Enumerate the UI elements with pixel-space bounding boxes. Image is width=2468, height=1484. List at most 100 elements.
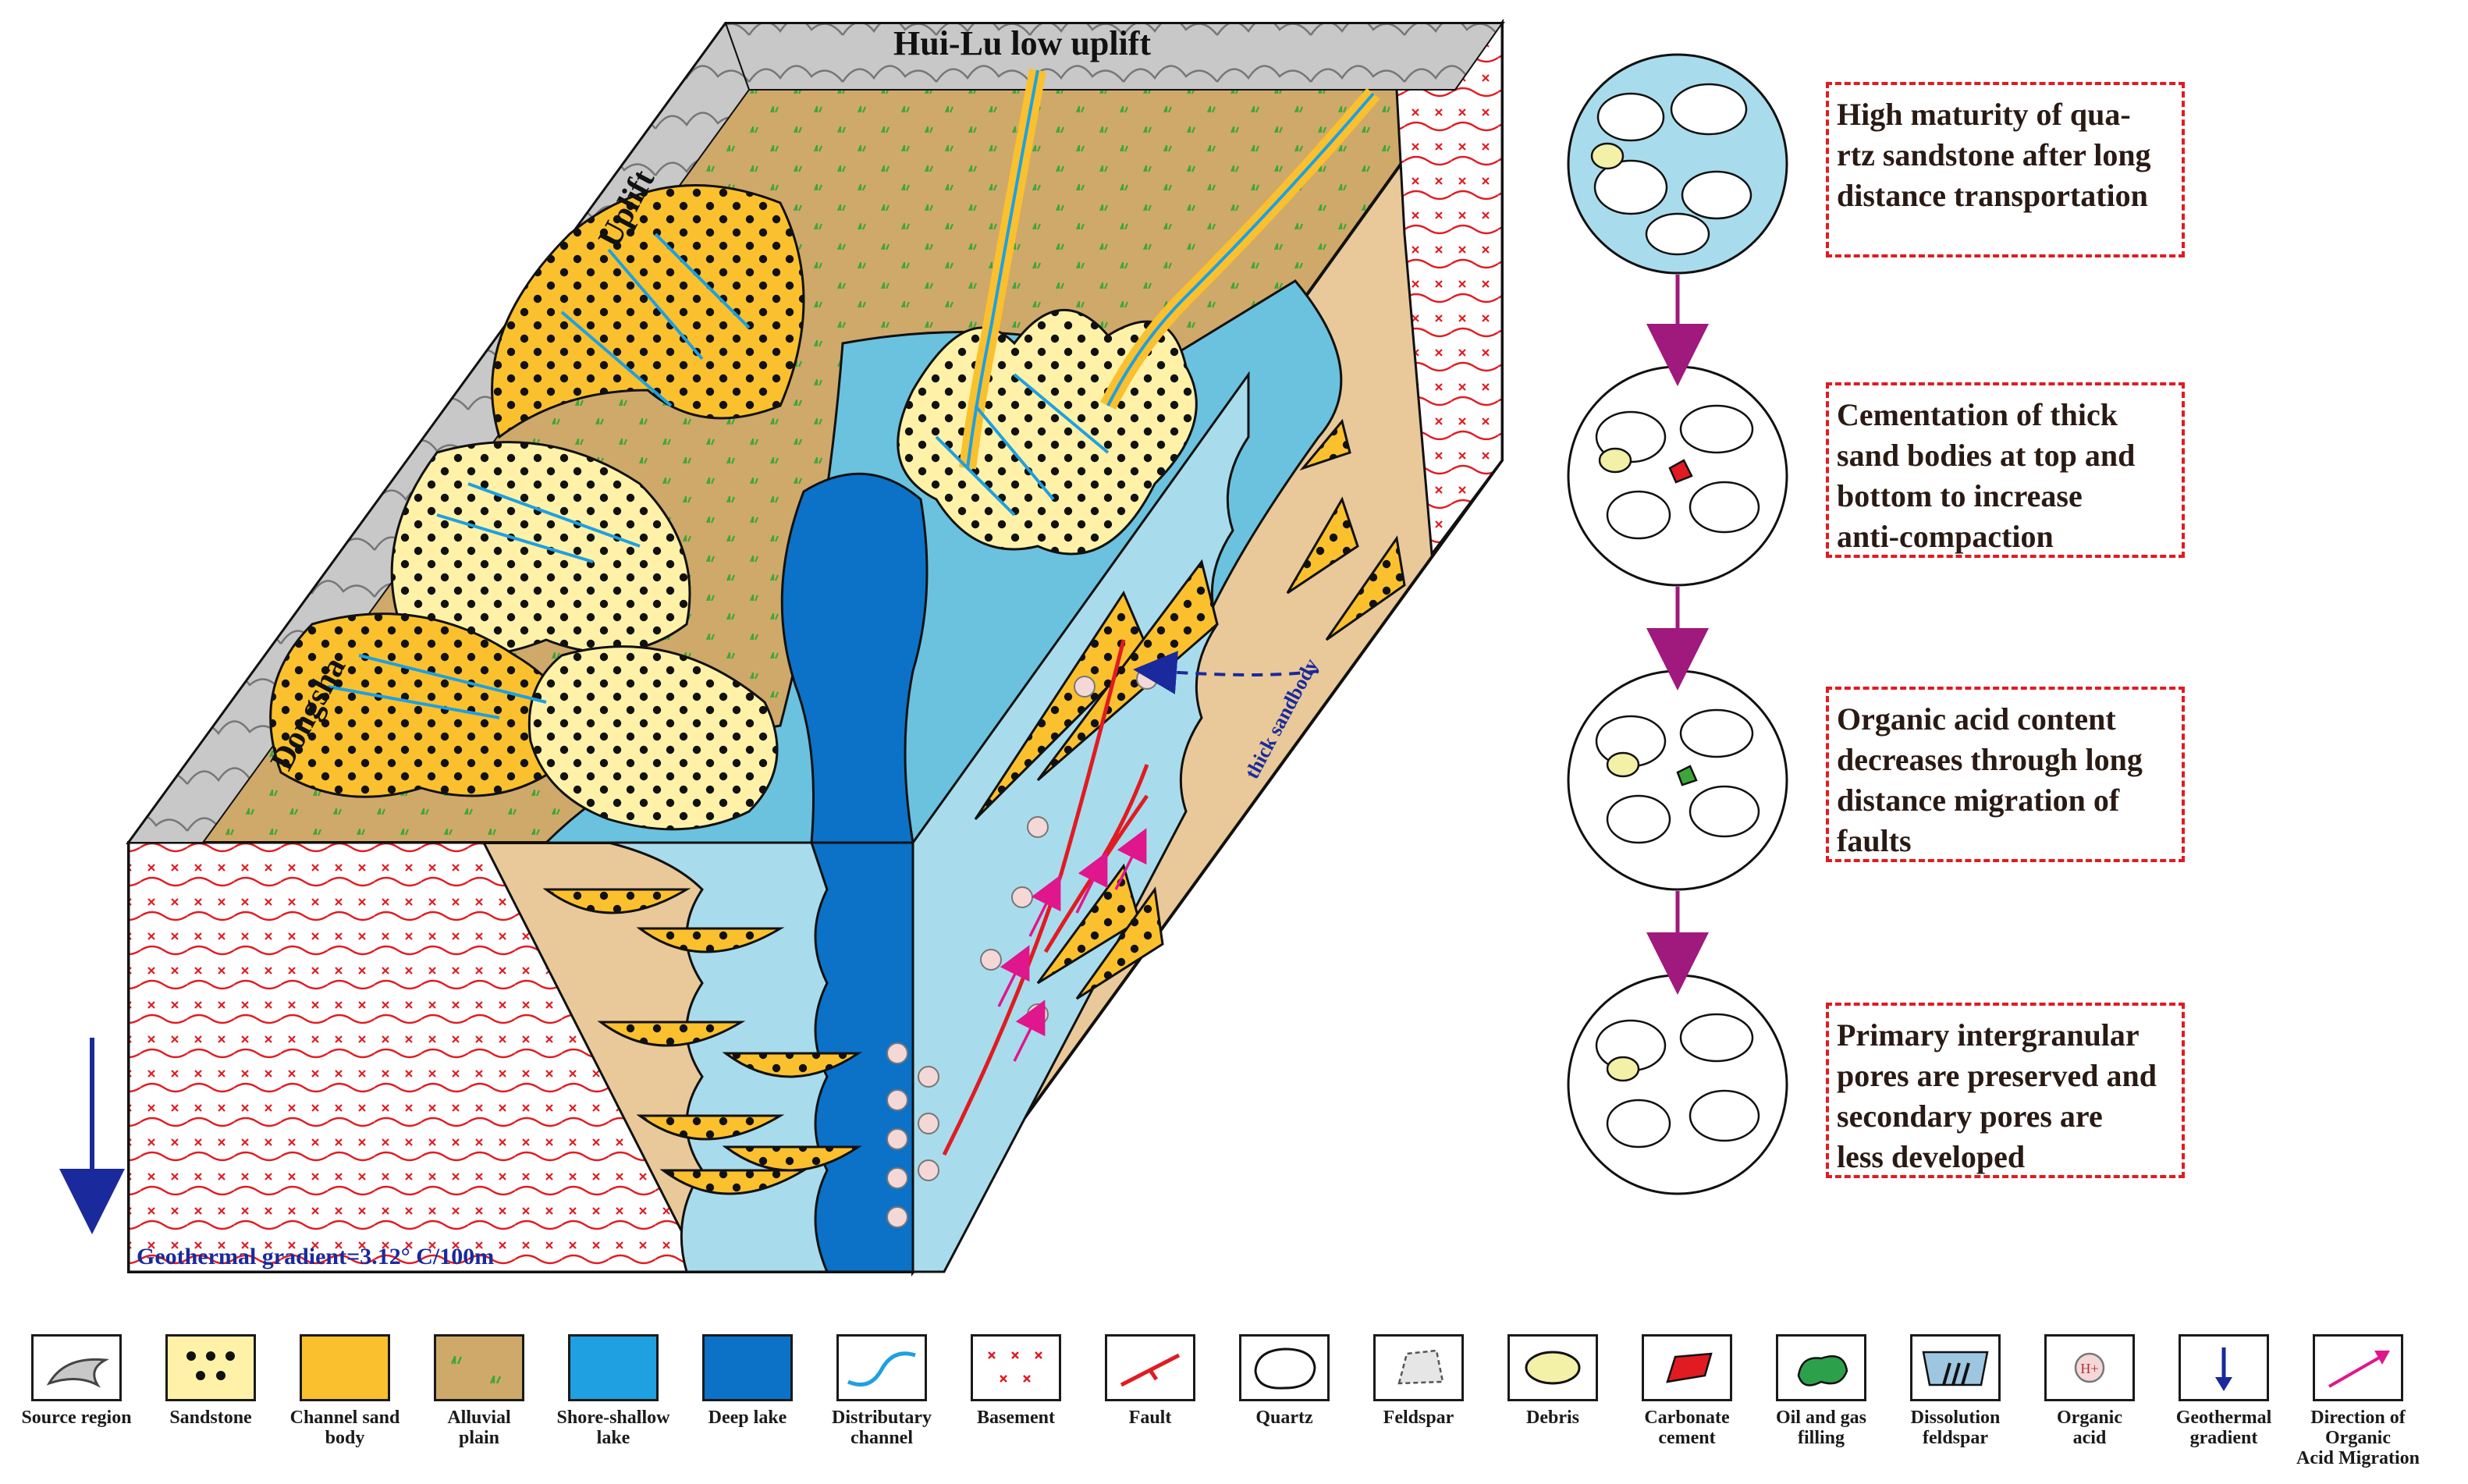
deep-lake	[780, 472, 929, 844]
legend-label-line: Quartz	[1255, 1408, 1313, 1428]
legend-swatch-distributary	[836, 1334, 927, 1401]
legend-label-feldspar: Feldspar	[1352, 1408, 1485, 1428]
delta-west-lower	[269, 612, 572, 798]
legend-label-line: Channel sand	[289, 1408, 400, 1428]
legend-item-basement: Basement	[950, 1334, 1082, 1428]
legend-label-line: gradient	[2189, 1428, 2258, 1448]
legend-item-quartz: Quartz	[1218, 1334, 1351, 1428]
legend-swatch-dissolution	[1910, 1334, 2001, 1401]
legend-item-feldspar: Feldspar	[1352, 1334, 1485, 1428]
front-deep-profile	[809, 841, 914, 1273]
channel-west-b	[327, 482, 641, 719]
legend-label-line: Direction of Organic	[2310, 1408, 2406, 1448]
legend-label-line: Carbonate	[1644, 1408, 1730, 1428]
legend-swatch-feldspar	[1373, 1334, 1464, 1401]
legend-label-line: Dissolution	[1910, 1408, 2001, 1428]
legend-item-fault: Fault	[1084, 1334, 1216, 1428]
legend-label-line: filling	[1797, 1428, 1845, 1448]
legend-label-line: Acid Migration	[2296, 1448, 2420, 1468]
channel-northeast-line	[1106, 92, 1375, 407]
legend-label-line: Debris	[1526, 1408, 1579, 1428]
legend-item-sandstone: Sandstone	[144, 1334, 277, 1428]
legend-item-deep: Deep lake	[681, 1334, 814, 1428]
legend-swatch-shore	[568, 1334, 659, 1401]
legend-label-line: plain	[458, 1428, 500, 1448]
channel-west-a	[560, 233, 751, 407]
legend-label-basement: Basement	[950, 1408, 1082, 1428]
legend-swatch-source	[31, 1334, 122, 1401]
legend-swatch-debris	[1507, 1334, 1598, 1401]
channel-north-line	[966, 69, 1039, 469]
legend-label-deep: Deep lake	[681, 1408, 814, 1428]
acid-migration-arrows	[997, 828, 1147, 1062]
legend-label-line: channel	[850, 1428, 913, 1448]
legend-label-line: Sandstone	[169, 1408, 252, 1428]
legend-label-sandstone: Sandstone	[144, 1408, 277, 1428]
legend-label-line: Source region	[21, 1408, 132, 1428]
legend-label-line: Geothermal	[2175, 1408, 2272, 1428]
hui-lu-label: Hui-Lu low uplift	[893, 24, 1151, 62]
legend-label-line: Oil and gas	[1775, 1408, 1867, 1428]
legend-swatch-alluvial	[434, 1334, 524, 1401]
legend-label-line: cement	[1658, 1428, 1716, 1448]
legend-swatch-fault	[1105, 1334, 1195, 1401]
legend-label-fault: Fault	[1084, 1408, 1216, 1428]
front-sand-lenses	[542, 888, 862, 1195]
legend-label-line: Basement	[977, 1408, 1055, 1428]
legend-label-line: feldspar	[1923, 1428, 1988, 1448]
legend-item-source: Source region	[10, 1334, 143, 1428]
legend-swatch-carbonate	[1642, 1334, 1732, 1401]
legend-swatch-basement	[971, 1334, 1061, 1401]
right-sand-lenses	[974, 418, 1406, 1000]
legend-label-line: Feldspar	[1383, 1408, 1454, 1428]
channel-north-delta	[935, 373, 1110, 517]
legend-swatch-quartz	[1239, 1334, 1330, 1401]
legend-label-line: Deep lake	[708, 1408, 787, 1428]
thin-section-3	[1567, 669, 1788, 891]
legend-label-source: Source region	[10, 1408, 143, 1428]
legend-label-line: Alluvial	[447, 1408, 511, 1428]
legend-item-debris: Debris	[1486, 1334, 1619, 1428]
legend-label-line: Organic	[2057, 1408, 2122, 1428]
legend-swatch-oilgas	[1776, 1334, 1866, 1401]
legend-label-line: body	[325, 1428, 365, 1448]
legend-label-line: lake	[596, 1428, 630, 1448]
thick-sandbody-arrow	[1133, 651, 1319, 694]
thin-section-4	[1567, 974, 1788, 1195]
block-diagram: Hui-Lu low uplift Uplift Dongsha thick s…	[59, 18, 1788, 1277]
legend-label-line: acid	[2072, 1428, 2107, 1448]
legend-swatch-sandstone	[165, 1334, 256, 1401]
legend-label-quartz: Quartz	[1218, 1408, 1351, 1428]
svg-text:H+: H+	[2080, 1361, 2098, 1376]
legend-swatch-acid: H+	[2044, 1334, 2135, 1401]
geothermal-gradient-label: Geothermal gradient=3.12° C/100m	[137, 1244, 494, 1269]
legend-label-line: Distributary	[832, 1408, 932, 1428]
legend-label-debris: Debris	[1486, 1408, 1619, 1428]
legend-swatch-gradient	[2179, 1334, 2269, 1401]
thin-section-grains	[1590, 83, 1760, 1149]
legend-swatch-deep	[702, 1334, 793, 1401]
delta-west-upper	[491, 184, 805, 439]
legend-label-line: Fault	[1128, 1408, 1172, 1428]
